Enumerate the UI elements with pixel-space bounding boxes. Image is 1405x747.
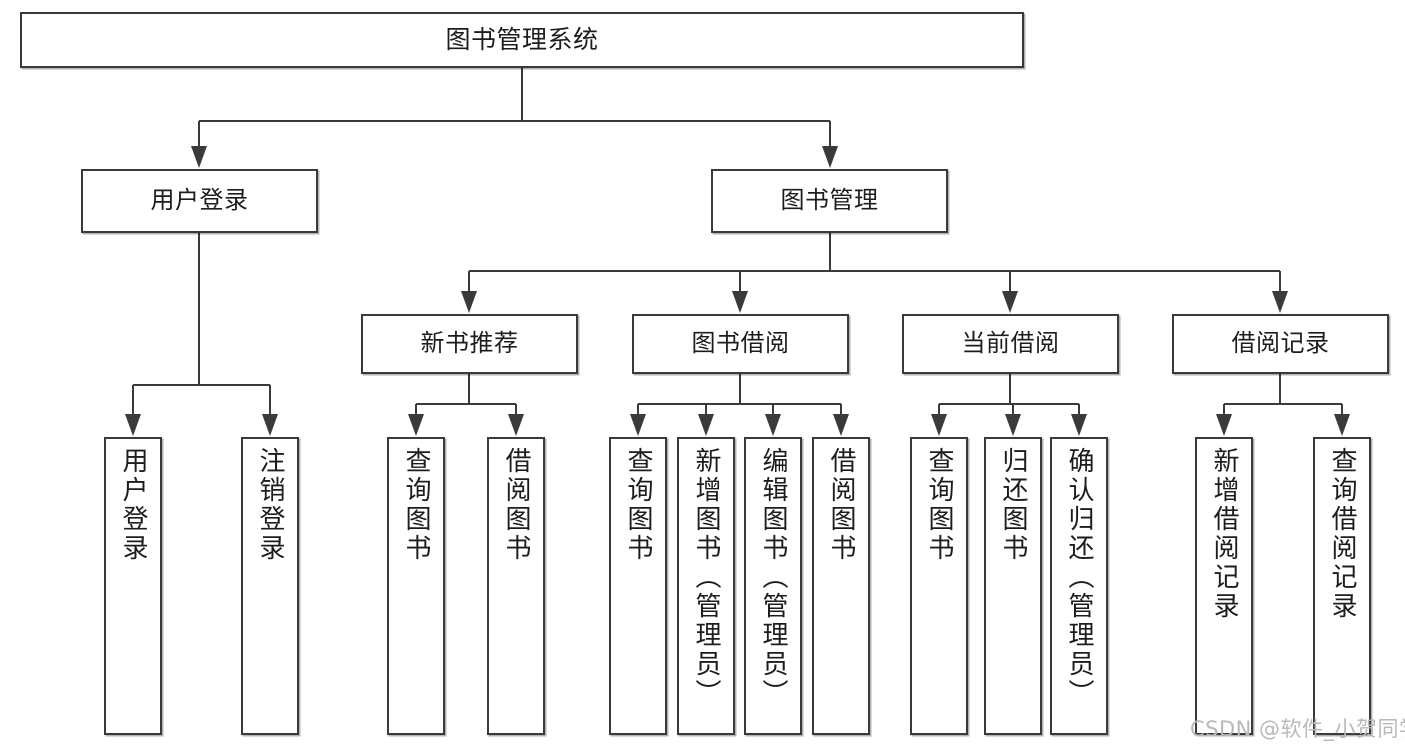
node-current-borrow[interactable]: 当前借阅: [902, 314, 1119, 374]
node-label: 当前借阅: [961, 329, 1060, 358]
leaf-query-borrow-record[interactable]: 查询借阅记录: [1313, 437, 1371, 735]
leaf-query-book-new[interactable]: 查询图书: [387, 437, 445, 735]
leaf-borrow-book-new[interactable]: 借阅图书: [487, 437, 545, 735]
leaf-logout-login[interactable]: 注销登录: [241, 437, 299, 735]
node-label: 新书推荐: [420, 329, 519, 358]
leaf-query-book-current[interactable]: 查询图书: [910, 437, 968, 735]
leaf-add-borrow-record[interactable]: 新增借阅记录: [1195, 437, 1253, 735]
leaf-borrow-book[interactable]: 借阅图书: [812, 437, 870, 735]
leaf-confirm-return-admin[interactable]: 确认归还（管理员）: [1050, 437, 1108, 735]
node-label: 图书借阅: [691, 329, 790, 358]
node-label: 查询图书: [924, 447, 954, 563]
node-new-book-recommend[interactable]: 新书推荐: [361, 314, 578, 374]
node-user-login[interactable]: 用户登录: [81, 169, 318, 233]
node-label: 用户登录: [150, 186, 249, 215]
node-book-management[interactable]: 图书管理: [711, 169, 948, 233]
leaf-return-book[interactable]: 归还图书: [984, 437, 1042, 735]
leaf-query-book-borrow[interactable]: 查询图书: [609, 437, 667, 735]
csdn-watermark: CSDN @软件_小贺同学: [1190, 717, 1405, 741]
node-label: 查询图书: [401, 447, 431, 563]
leaf-add-book-admin[interactable]: 新增图书（管理员）: [677, 437, 735, 735]
node-label: 借阅图书: [826, 447, 856, 563]
leaf-user-login[interactable]: 用户登录: [104, 437, 162, 735]
node-label: 查询图书: [623, 447, 653, 563]
node-label: 用户登录: [118, 447, 148, 563]
node-label: 新增借阅记录: [1209, 447, 1239, 621]
node-label: 图书管理: [780, 186, 879, 215]
node-root-system[interactable]: 图书管理系统: [20, 12, 1024, 68]
node-book-borrow[interactable]: 图书借阅: [632, 314, 849, 374]
node-label: 注销登录: [255, 447, 285, 563]
node-label: 归还图书: [998, 447, 1028, 563]
node-label: 借阅记录: [1231, 329, 1330, 358]
node-label: 新增图书（管理员）: [691, 447, 721, 708]
node-label: 编辑图书（管理员）: [758, 447, 788, 708]
node-borrow-record[interactable]: 借阅记录: [1172, 314, 1389, 374]
node-label: 借阅图书: [501, 447, 531, 563]
node-label: 查询借阅记录: [1327, 447, 1357, 621]
node-label: 确认归还（管理员）: [1064, 447, 1094, 708]
node-label: 图书管理系统: [445, 24, 599, 54]
leaf-edit-book-admin[interactable]: 编辑图书（管理员）: [744, 437, 802, 735]
